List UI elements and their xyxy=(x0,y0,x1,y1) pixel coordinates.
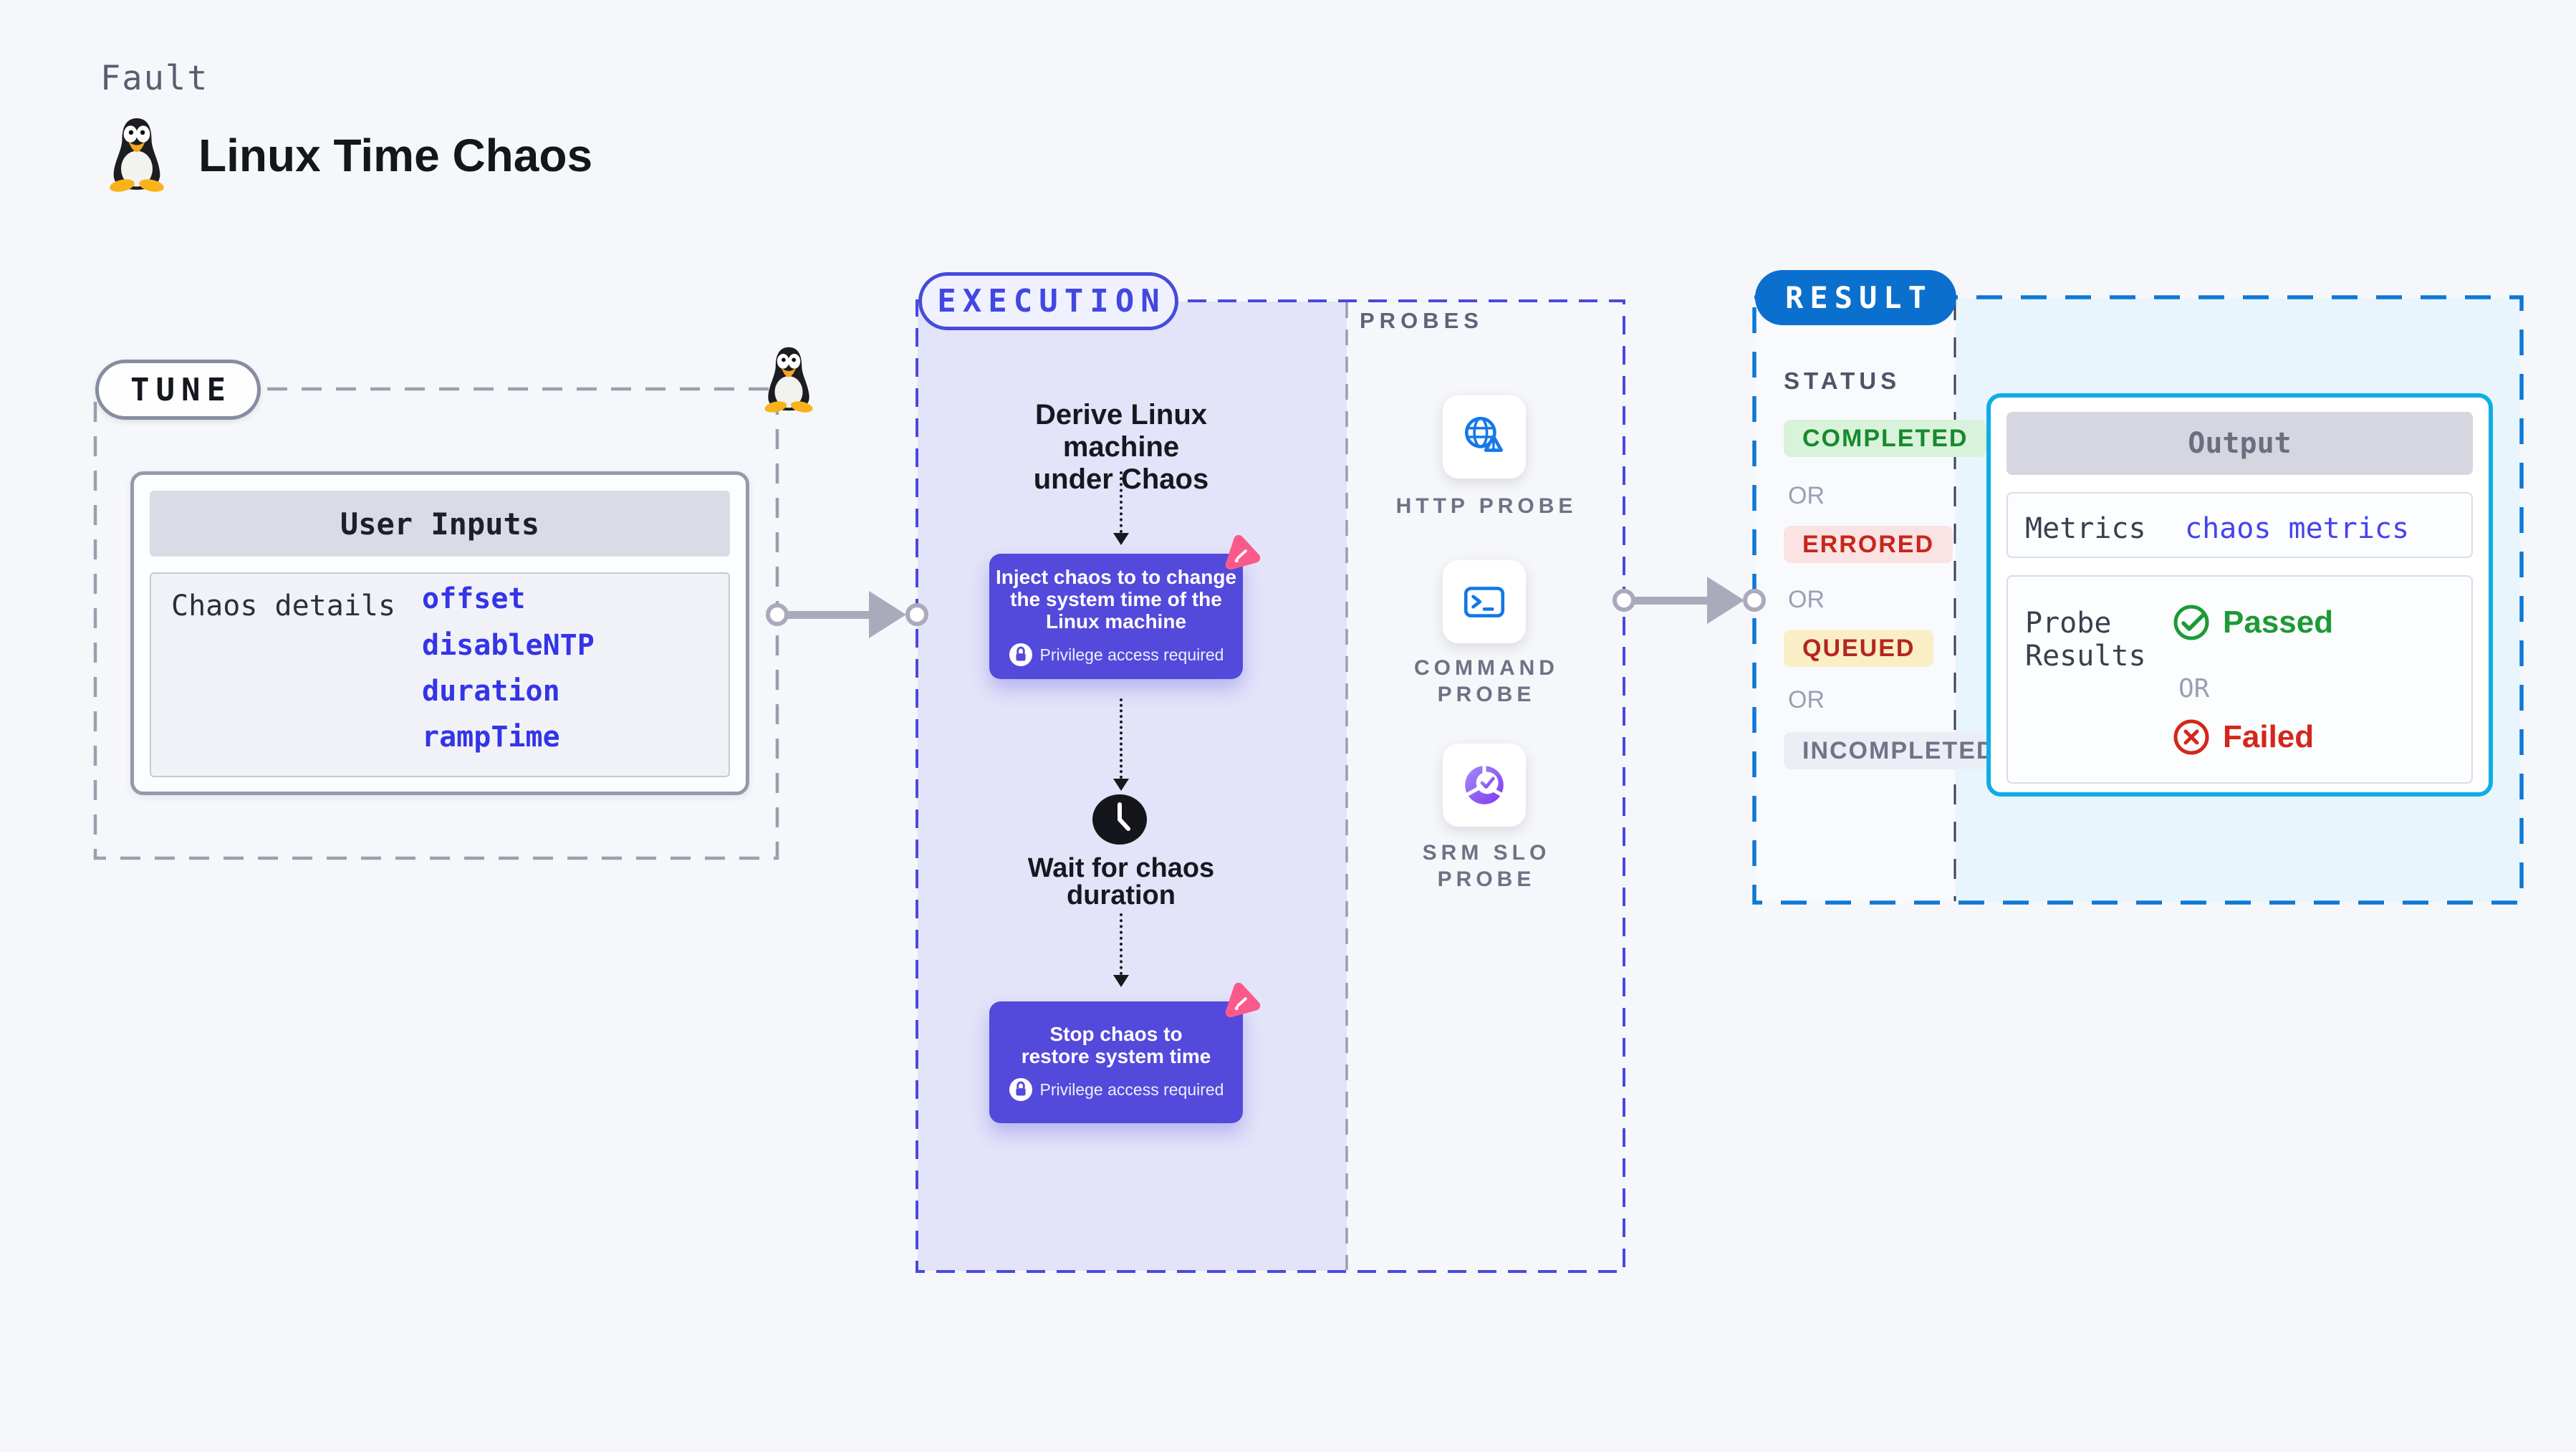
input-link-offset[interactable]: offset xyxy=(422,582,526,615)
terminal-icon xyxy=(1464,587,1505,617)
or-separator: OR xyxy=(1788,586,1825,613)
metrics-label: Metrics xyxy=(2025,512,2146,545)
srm-slo-probe-card xyxy=(1443,744,1526,827)
chaos-badge-icon xyxy=(1225,534,1261,570)
page-title: Linux Time Chaos xyxy=(198,130,593,181)
input-link-duration[interactable]: duration xyxy=(422,675,560,708)
command-probe-card xyxy=(1443,560,1526,643)
connector-arrowhead xyxy=(869,591,906,638)
flow-arrowhead-2 xyxy=(1113,779,1129,791)
probes-section-label: PROBES xyxy=(1360,308,1484,333)
connector-end-dot xyxy=(905,603,928,626)
flow-dotted-line-3 xyxy=(1120,913,1123,975)
flow-arrowhead-3 xyxy=(1113,975,1129,987)
user-inputs-card: User Inputs Chaos details offset disable… xyxy=(130,471,749,795)
user-inputs-body: Chaos details offset disableNTP duration… xyxy=(150,572,730,777)
clock-icon xyxy=(1092,794,1147,845)
check-circle-icon xyxy=(2173,605,2209,640)
metrics-row: Metrics chaos metrics xyxy=(2007,492,2473,558)
connector-start-dot xyxy=(1613,589,1635,612)
connector-arrowhead xyxy=(1707,577,1744,624)
status-badge-queued: QUEUED xyxy=(1784,630,1934,667)
flow-arrowhead-1 xyxy=(1113,533,1129,545)
probe-passed-result: Passed xyxy=(2171,602,2333,643)
connector-end-dot xyxy=(1743,589,1766,612)
lock-icon xyxy=(1009,643,1032,667)
wait-step-label: Wait for chaos duration xyxy=(1027,853,1215,910)
stop-chaos-card: Stop chaos to restore system time Privil… xyxy=(989,1001,1243,1123)
status-column-fill xyxy=(1756,299,1955,902)
connector-start-dot xyxy=(766,603,789,626)
input-link-disablentp[interactable]: disableNTP xyxy=(422,629,595,662)
probe-results-label: Probe Results xyxy=(2025,607,2146,673)
flow-dotted-line-1 xyxy=(1120,471,1123,533)
chaos-metrics-link[interactable]: chaos metrics xyxy=(2185,512,2410,545)
connector-line xyxy=(786,611,873,619)
user-inputs-title: User Inputs xyxy=(150,491,730,557)
tune-pill: TUNE xyxy=(95,360,261,420)
status-badge-completed: COMPLETED xyxy=(1784,420,1987,457)
result-pill: RESULT xyxy=(1755,270,1956,325)
execution-pill: EXECUTION xyxy=(918,272,1178,330)
result-dashed-box xyxy=(1752,295,2524,905)
privilege-note: Privilege access required xyxy=(1039,645,1224,664)
status-label: STATUS xyxy=(1784,367,1901,394)
fault-eyebrow: Fault xyxy=(100,59,209,98)
probe-failed-result: Failed xyxy=(2171,717,2314,757)
x-circle-icon xyxy=(2173,719,2209,755)
chaos-details-label: Chaos details xyxy=(171,590,396,622)
chaos-badge-icon xyxy=(1225,982,1261,1018)
tux-penguin-small-icon xyxy=(764,347,813,413)
slo-donut-check-icon xyxy=(1465,765,1504,804)
status-badge-errored: ERRORED xyxy=(1784,526,1953,563)
http-probe-card xyxy=(1443,395,1526,479)
or-separator: OR xyxy=(1788,686,1825,713)
globe-warning-icon xyxy=(1464,416,1504,452)
connector-line xyxy=(1633,597,1710,605)
status-badge-incompleted: INCOMPLETED xyxy=(1784,732,2014,769)
output-title: Output xyxy=(2007,412,2473,475)
or-separator: OR xyxy=(1788,482,1825,509)
tune-dashed-box xyxy=(93,387,779,860)
privilege-note: Privilege access required xyxy=(1039,1080,1224,1099)
tux-penguin-icon xyxy=(110,118,164,192)
http-probe-label: HTTP PROBE xyxy=(1395,494,1577,518)
output-card: Output Metrics chaos metrics Probe Resul… xyxy=(1986,393,2493,797)
flow-dotted-line-2 xyxy=(1120,698,1123,779)
lock-icon xyxy=(1009,1077,1032,1102)
inject-chaos-card: Inject chaos to to change the system tim… xyxy=(989,554,1243,679)
input-link-ramptime[interactable]: rampTime xyxy=(422,721,560,754)
or-separator: OR xyxy=(2178,674,2210,703)
probe-results-row: Probe Results Passed OR Failed xyxy=(2007,575,2473,784)
execution-dashed-box xyxy=(915,299,1625,1273)
